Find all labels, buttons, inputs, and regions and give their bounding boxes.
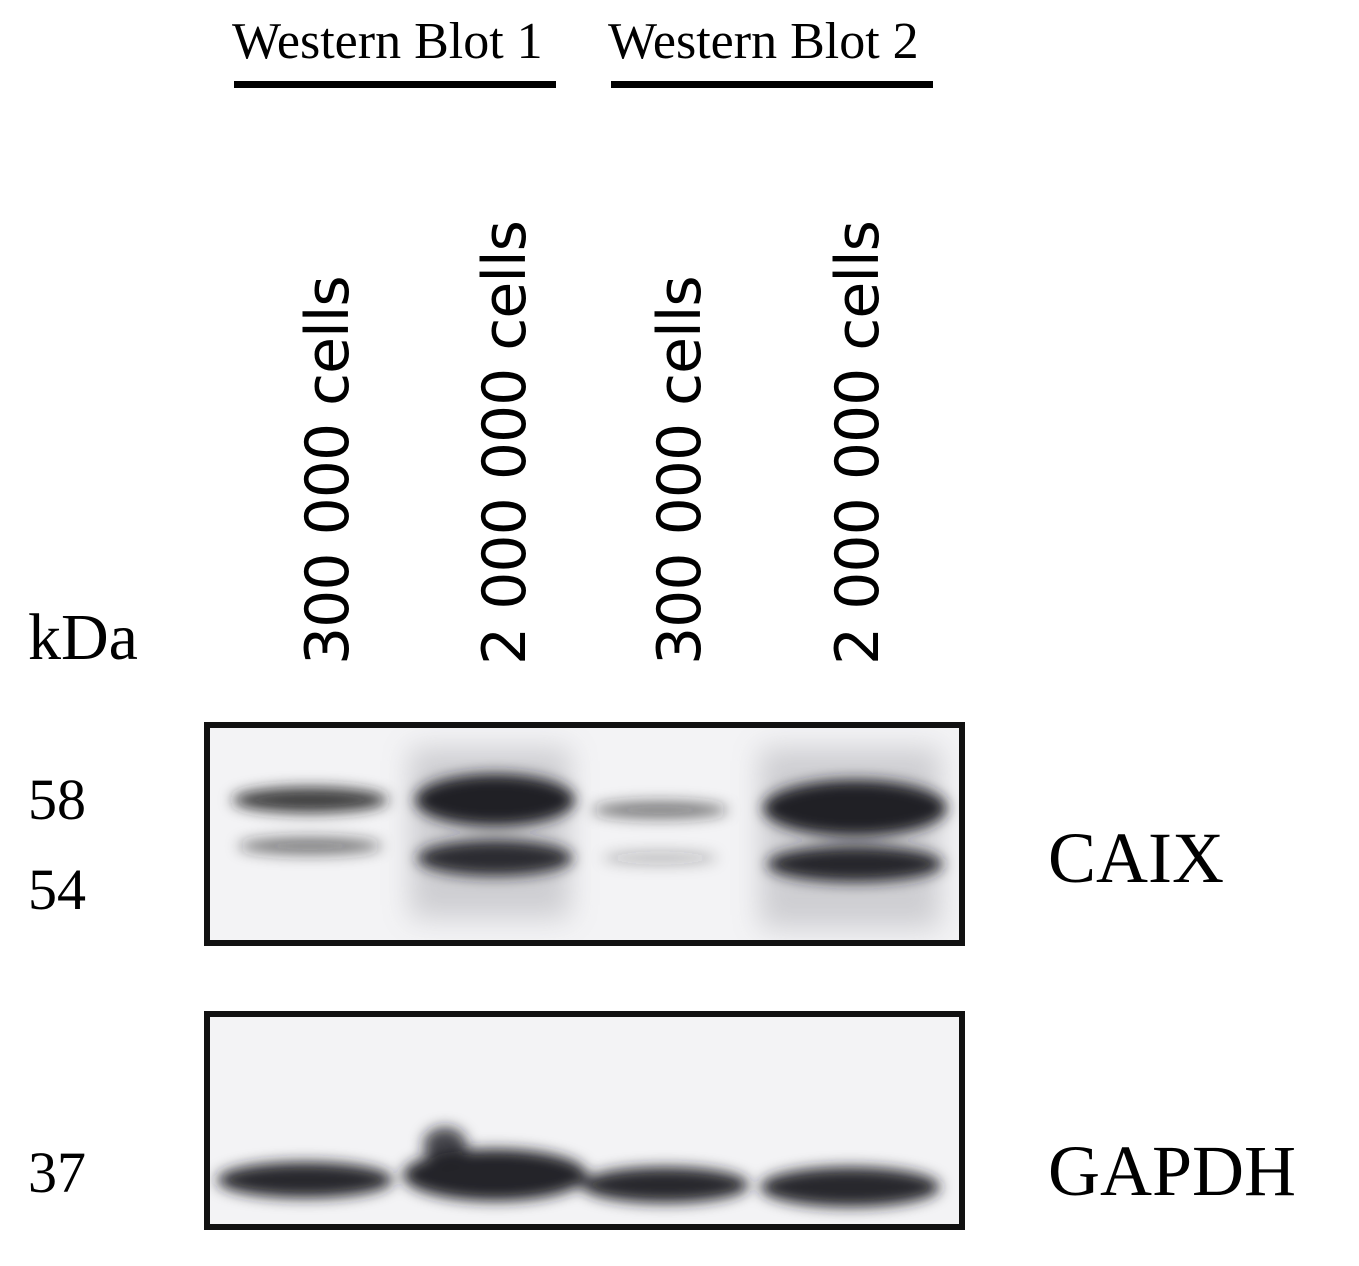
- lane-label-1-text: 300 000 cells: [293, 276, 363, 665]
- caix-smear-lane-2: [410, 748, 570, 918]
- caix-band-54-lane-1: [238, 837, 382, 855]
- caix-smear-lane-4: [760, 748, 940, 928]
- group-label-western-blot-2: Western Blot 2: [608, 13, 919, 70]
- marker-37: 37: [28, 1140, 86, 1205]
- caix-band-54-lane-3: [602, 851, 718, 865]
- caix-band-58-lane-4: [763, 780, 947, 836]
- caix-band-54-lane-2: [417, 840, 573, 876]
- gapdh-blot-image: [217, 1127, 940, 1207]
- caix-band-58-lane-1: [232, 787, 388, 813]
- marker-58: 58: [28, 767, 86, 832]
- protein-label-gapdh: GAPDH: [1048, 1131, 1297, 1211]
- lane-label-2-text: 2 000 000 cells: [470, 221, 540, 665]
- group-underline-1: [234, 81, 556, 88]
- gapdh-band-lane-3: [581, 1167, 749, 1203]
- kda-unit-label: kDa: [28, 601, 138, 674]
- group-underline-2: [611, 81, 933, 88]
- caix-band-58-lane-3: [592, 801, 728, 819]
- marker-54: 54: [28, 857, 86, 922]
- caix-band-58-lane-2: [415, 774, 575, 826]
- gapdh-band-lane-4: [760, 1167, 940, 1207]
- group-label-western-blot-1: Western Blot 1: [232, 13, 543, 70]
- lane-label-4-text: 2 000 000 cells: [823, 221, 893, 665]
- gapdh-band-lane-1: [217, 1162, 393, 1198]
- protein-label-caix: CAIX: [1048, 818, 1224, 898]
- caix-blot-image: [232, 748, 947, 928]
- gapdh-blot-panel: [204, 1011, 965, 1230]
- gapdh-band-lane-2-top: [423, 1127, 467, 1163]
- caix-blot-panel: [204, 722, 965, 946]
- lane-label-3-text: 300 000 cells: [645, 276, 715, 665]
- caix-band-54-lane-4: [767, 846, 943, 882]
